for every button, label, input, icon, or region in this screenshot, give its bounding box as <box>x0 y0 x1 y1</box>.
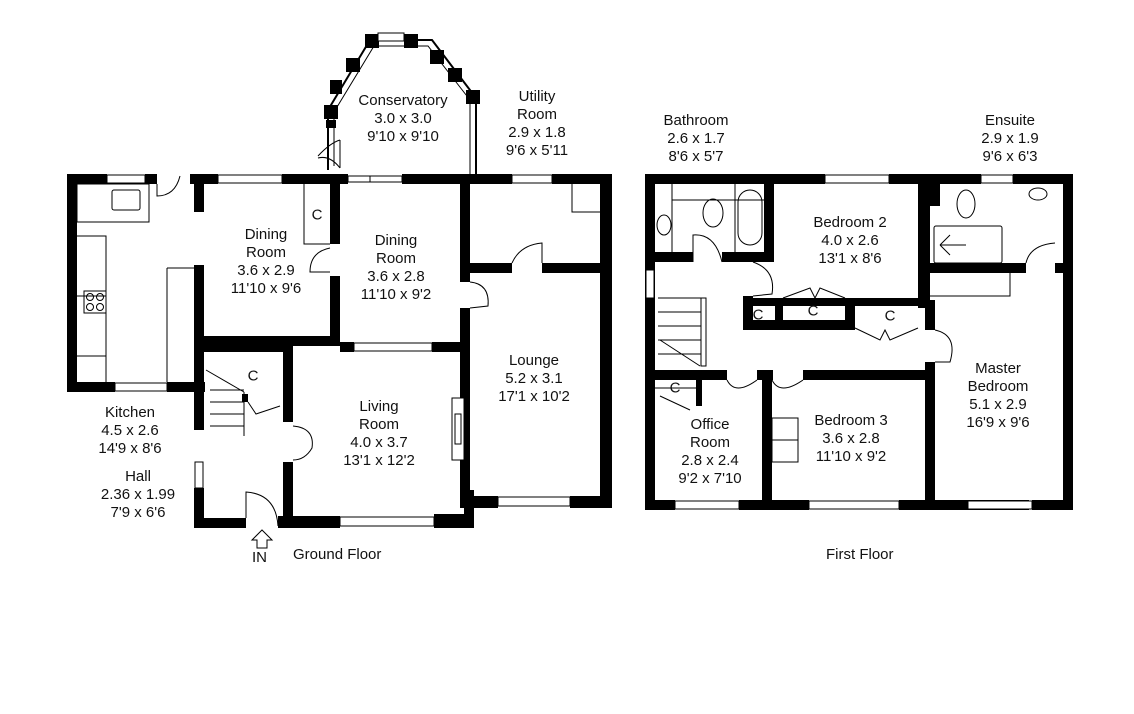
room-name: Kitchen <box>104 404 156 421</box>
room-name-line2: Room <box>358 416 399 433</box>
room-metric: 4.0 x 3.7 <box>350 434 408 451</box>
room-name-line1: Living <box>359 398 399 415</box>
room-label-lounge: Lounge 5.2 x 3.1 17'1 x 10'2 <box>498 352 570 406</box>
room-imperial: 17'1 x 10'2 <box>498 388 570 405</box>
room-name: Hall <box>125 468 151 485</box>
room-metric: 4.5 x 2.6 <box>101 422 159 439</box>
room-imperial: 9'10 x 9'10 <box>367 128 439 145</box>
room-imperial: 9'6 x 6'3 <box>982 148 1038 165</box>
cupboard-label: C <box>807 302 819 320</box>
room-name-line2: Bedroom <box>967 378 1029 395</box>
room-imperial: 9'2 x 7'10 <box>678 470 742 487</box>
entrance-arrow-icon <box>250 529 274 549</box>
room-name-line1: Master <box>975 360 1021 377</box>
ground-floor-walls <box>67 139 612 528</box>
room-imperial: 7'9 x 6'6 <box>110 504 166 521</box>
ground-floor-title: Ground Floor <box>293 546 382 563</box>
room-imperial: 16'9 x 9'6 <box>966 414 1030 431</box>
room-name-line2: Room <box>516 106 558 123</box>
entrance-label: IN <box>252 549 267 566</box>
room-name: Bathroom <box>663 112 729 129</box>
room-label-utility-room: Utility Room 2.9 x 1.8 9'6 x 5'11 <box>506 88 568 160</box>
cupboard-label: C <box>884 307 896 325</box>
room-imperial: 11'10 x 9'2 <box>360 286 432 303</box>
room-label-bedroom-2: Bedroom 2 4.0 x 2.6 13'1 x 8'6 <box>813 214 886 268</box>
room-metric: 3.0 x 3.0 <box>374 110 432 127</box>
room-imperial: 13'1 x 12'2 <box>343 452 415 469</box>
room-metric: 5.2 x 3.1 <box>505 370 563 387</box>
room-name: Bedroom 3 <box>814 412 888 429</box>
first-floor-title: First Floor <box>826 546 894 563</box>
room-label-dining-room-1: Dining Room 3.6 x 2.9 11'10 x 9'6 <box>231 226 302 298</box>
room-label-conservatory: Conservatory 3.0 x 3.0 9'10 x 9'10 <box>358 92 447 146</box>
room-name: Bedroom 2 <box>813 214 887 231</box>
room-metric: 4.0 x 2.6 <box>821 232 879 249</box>
room-imperial: 11'10 x 9'2 <box>815 448 887 465</box>
room-label-bathroom: Bathroom 2.6 x 1.7 8'6 x 5'7 <box>663 112 728 166</box>
room-imperial: 9'6 x 5'11 <box>505 142 569 159</box>
room-name-line1: Dining <box>374 232 418 249</box>
cupboard-label: C <box>247 367 259 385</box>
room-label-dining-room-2: Dining Room 3.6 x 2.8 11'10 x 9'2 <box>361 232 432 304</box>
room-label-master-bedroom: Master Bedroom 5.1 x 2.9 16'9 x 9'6 <box>966 360 1029 432</box>
room-metric: 2.9 x 1.9 <box>981 130 1039 147</box>
kitchen-fixtures <box>76 183 150 382</box>
room-metric: 2.6 x 1.7 <box>667 130 725 147</box>
room-name: Lounge <box>508 352 560 369</box>
room-metric: 5.1 x 2.9 <box>969 396 1027 413</box>
room-name: Ensuite <box>984 112 1036 129</box>
room-label-kitchen: Kitchen 4.5 x 2.6 14'9 x 8'6 <box>98 404 161 458</box>
cupboard-label: C <box>311 206 323 224</box>
room-imperial: 8'6 x 5'7 <box>668 148 724 165</box>
room-imperial: 14'9 x 8'6 <box>98 440 162 457</box>
room-metric: 2.8 x 2.4 <box>681 452 739 469</box>
room-metric: 3.6 x 2.8 <box>822 430 880 447</box>
cupboard-label: C <box>669 379 681 397</box>
room-name-line2: Room <box>689 434 730 451</box>
room-name-line1: Office <box>690 416 730 433</box>
room-imperial: 13'1 x 8'6 <box>818 250 882 267</box>
first-floor-walls <box>645 174 1073 510</box>
room-label-office-room: Office Room 2.8 x 2.4 9'2 x 7'10 <box>678 416 741 488</box>
room-name: Conservatory <box>358 92 448 109</box>
room-label-hall: Hall 2.36 x 1.99 7'9 x 6'6 <box>101 468 175 522</box>
room-metric: 2.9 x 1.8 <box>508 124 566 141</box>
room-name-line2: Room <box>375 250 417 267</box>
room-label-living-room: Living Room 4.0 x 3.7 13'1 x 12'2 <box>343 398 415 470</box>
room-label-ensuite: Ensuite 2.9 x 1.9 9'6 x 6'3 <box>981 112 1039 166</box>
conservatory-walls <box>324 32 480 174</box>
room-metric: 3.6 x 2.8 <box>367 268 425 285</box>
room-metric: 3.6 x 2.9 <box>237 262 295 279</box>
cupboard-label: C <box>752 306 764 324</box>
room-imperial: 11'10 x 9'6 <box>230 280 302 297</box>
room-label-bedroom-3: Bedroom 3 3.6 x 2.8 11'10 x 9'2 <box>814 412 887 466</box>
room-name-line2: Room <box>245 244 287 261</box>
room-name-line1: Dining <box>244 226 288 243</box>
room-metric: 2.36 x 1.99 <box>100 486 176 503</box>
room-name-line1: Utility <box>518 88 556 105</box>
